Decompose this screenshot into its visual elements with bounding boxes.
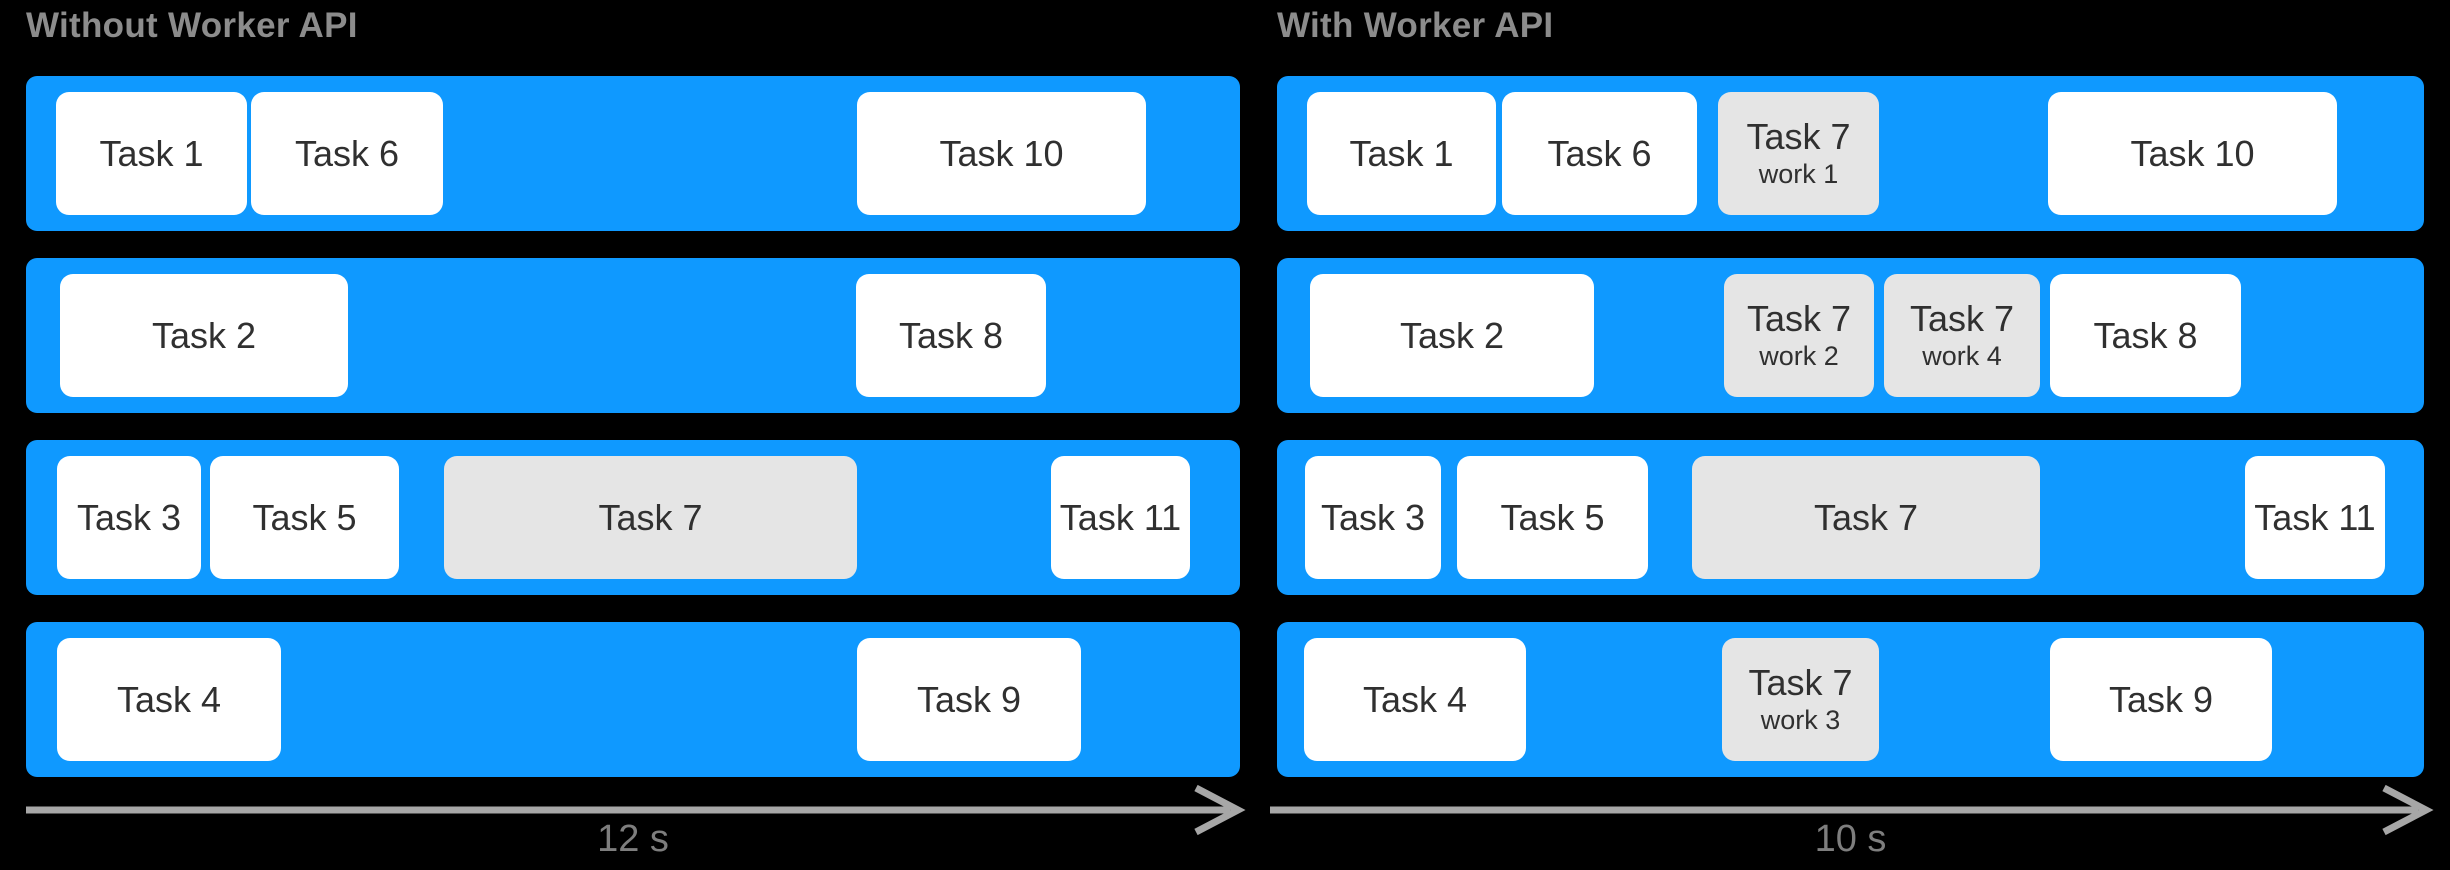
task-block: Task 10 — [857, 92, 1146, 215]
task-label: Task 7 — [1746, 298, 1852, 340]
thread-lane-3: Task 3 Task 5 Task 7 Task 11 — [1277, 440, 2424, 595]
task-block: Task 10 — [2048, 92, 2337, 215]
task-block: Task 4 — [57, 638, 281, 761]
task-block: Task 6 — [1502, 92, 1697, 215]
task-block: Task 4 — [1304, 638, 1526, 761]
task-block: Task 2 — [1310, 274, 1594, 397]
task-label: Task 7 — [1813, 496, 1919, 538]
task-label: Task 7 — [1748, 662, 1853, 704]
task-label: Task 9 — [916, 678, 1022, 720]
panel-title: Without Worker API — [26, 6, 358, 45]
task-label: Task 11 — [1059, 496, 1182, 538]
task-label: Task 2 — [1399, 314, 1505, 356]
time-axis-arrows — [26, 784, 2434, 836]
task-label: Task 8 — [2093, 314, 2198, 356]
task-block: Task 2 — [60, 274, 348, 397]
task-label: Task 7 — [598, 496, 703, 538]
task-label: Task 5 — [1500, 496, 1605, 538]
task-label: Task 9 — [2108, 678, 2214, 720]
task-block: Task 9 — [857, 638, 1081, 761]
task-block: Task 1 — [56, 92, 247, 215]
task-label: Task 4 — [1362, 678, 1468, 720]
task-label: Task 4 — [116, 678, 222, 720]
time-axis-label: 10 s — [1814, 818, 1887, 860]
task-label: Task 8 — [898, 314, 1004, 356]
task-sublabel: work 2 — [1759, 340, 1839, 371]
task-block: Task 7 — [444, 456, 857, 579]
task-label: Task 1 — [99, 132, 204, 174]
task-block: Task 6 — [251, 92, 443, 215]
task-block: Task 3 — [57, 456, 201, 579]
task-label: Task 10 — [939, 132, 1064, 174]
task-block: Task 8 — [2050, 274, 2241, 397]
time-axis-label: 12 s — [597, 818, 669, 860]
arrowhead-icon — [1194, 784, 1246, 836]
task-block: Task 1 — [1307, 92, 1496, 215]
thread-lane-3: Task 3 Task 5 Task 7 Task 11 — [26, 440, 1240, 595]
task-label: Task 1 — [1349, 132, 1454, 174]
task-block: Task 7 — [1692, 456, 2040, 579]
task-label: Task 3 — [76, 496, 182, 538]
task-label: Task 10 — [2130, 132, 2255, 174]
task-block: Task 8 — [856, 274, 1046, 397]
panel-title: With Worker API — [1277, 6, 1554, 45]
thread-lane-1: Task 1 Task 6 Task 10 — [26, 76, 1240, 231]
task-label: Task 5 — [252, 496, 357, 538]
task-label: Task 11 — [2254, 496, 2376, 538]
task-block: Task 11 — [2245, 456, 2385, 579]
task-label: Task 3 — [1320, 496, 1426, 538]
task-block: Task 5 — [210, 456, 399, 579]
task-label: Task 6 — [1547, 132, 1652, 174]
task-sublabel: work 3 — [1760, 704, 1841, 735]
task-label: Task 6 — [294, 132, 400, 174]
task-block: Task 11 — [1051, 456, 1190, 579]
task-sublabel: work 4 — [1922, 340, 2002, 371]
task-block: Task 5 — [1457, 456, 1648, 579]
task-label: Task 7 — [1909, 298, 2015, 340]
thread-lane-2: Task 2 Task 8 — [26, 258, 1240, 413]
task-block: Task 9 — [2050, 638, 2272, 761]
task-label: Task 7 — [1746, 116, 1851, 158]
task-sublabel: work 1 — [1758, 158, 1839, 189]
arrowhead-icon — [2382, 784, 2434, 836]
thread-lane-4: Task 4 Task 9 — [26, 622, 1240, 777]
task-block: Task 3 — [1305, 456, 1441, 579]
task-label: Task 2 — [151, 314, 257, 356]
